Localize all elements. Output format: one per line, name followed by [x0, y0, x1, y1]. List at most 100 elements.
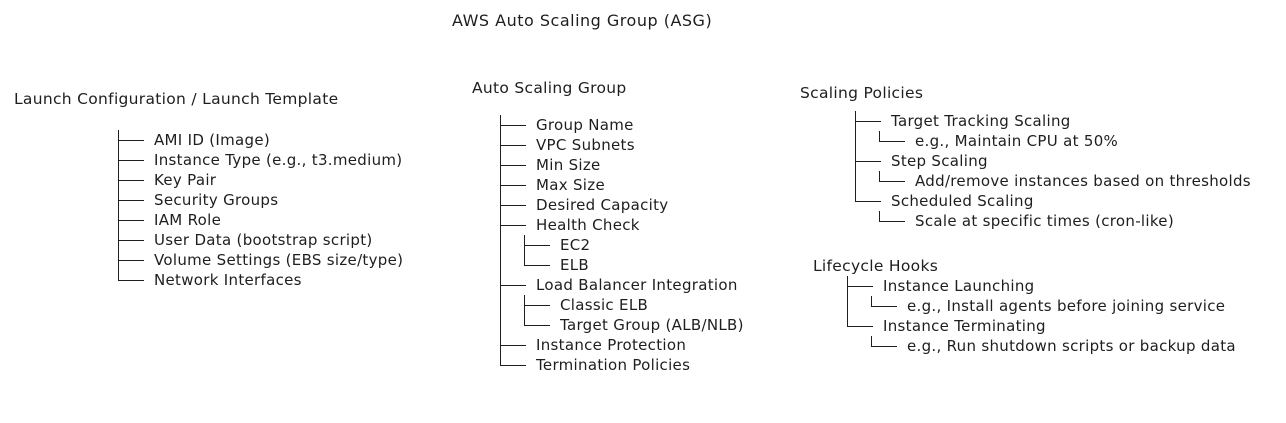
tree-item-label: Min Size — [536, 156, 601, 174]
tree-item-label: Load Balancer Integration — [536, 276, 738, 294]
tree-ell-connector — [524, 255, 554, 275]
tree-vertical-line — [500, 255, 524, 275]
tree-item-label: Instance Terminating — [883, 317, 1046, 335]
tree-ell-connector — [879, 211, 909, 231]
tree-indent-spacer — [855, 211, 879, 231]
tree-item-elb: ELB — [500, 255, 744, 275]
section-heading-auto-scaling-group: Auto Scaling Group — [472, 79, 627, 97]
tree-item-label: Scheduled Scaling — [891, 192, 1034, 210]
tree-item-scheduled-scaling: Scheduled Scaling — [855, 191, 1251, 211]
tree-tee-connector — [118, 230, 148, 250]
tree-item-label: Step Scaling — [891, 152, 988, 170]
tree-item-label: AMI ID (Image) — [154, 131, 271, 149]
tree-vertical-line — [847, 296, 871, 316]
tree-item-label: ELB — [560, 256, 590, 274]
tree-item-label: e.g., Install agents before joining serv… — [907, 297, 1226, 315]
tree-item-classic-elb: Classic ELB — [500, 295, 744, 315]
section-heading-launch-configuration: Launch Configuration / Launch Template — [14, 90, 339, 108]
tree-item-instance-terminating: Instance Terminating — [847, 316, 1236, 336]
tree-vertical-line — [500, 235, 524, 255]
tree-item-vpc-subnets: VPC Subnets — [500, 135, 744, 155]
tree-tee-connector — [524, 295, 554, 315]
tree-tee-connector — [847, 276, 877, 296]
tree-item-volume-settings: Volume Settings (EBS size/type) — [118, 250, 403, 270]
tree-tee-connector — [118, 250, 148, 270]
tree-item-label: Instance Protection — [536, 336, 687, 354]
tree-item-label: Volume Settings (EBS size/type) — [154, 251, 404, 269]
tree-tee-connector — [118, 190, 148, 210]
tree-tee-connector — [118, 210, 148, 230]
tree-ell-connector — [879, 131, 909, 151]
tree-ell-connector — [500, 355, 530, 375]
tree-tee-connector — [524, 235, 554, 255]
tree-item-label: Key Pair — [154, 171, 217, 189]
tree-item-target-group: Target Group (ALB/NLB) — [500, 315, 744, 335]
tree-tee-connector — [500, 115, 530, 135]
tree-item-label: VPC Subnets — [536, 136, 635, 154]
tree-tee-connector — [118, 170, 148, 190]
tree-vertical-line — [855, 131, 879, 151]
tree-ell-connector — [847, 316, 877, 336]
tree-item-user-data: User Data (bootstrap script) — [118, 230, 403, 250]
tree-item-group-name: Group Name — [500, 115, 744, 135]
tree-launch-configuration: AMI ID (Image) Instance Type (e.g., t3.m… — [118, 130, 403, 290]
tree-vertical-line — [500, 295, 524, 315]
tree-item-step-scaling: Step Scaling — [855, 151, 1251, 171]
tree-item-label: e.g., Run shutdown scripts or backup dat… — [907, 337, 1236, 355]
tree-item-maintain-cpu-example: e.g., Maintain CPU at 50% — [855, 131, 1251, 151]
tree-tee-connector — [500, 155, 530, 175]
tree-tee-connector — [500, 275, 530, 295]
tree-vertical-line — [855, 171, 879, 191]
tree-item-label: Security Groups — [154, 191, 279, 209]
tree-item-load-balancer-integration: Load Balancer Integration — [500, 275, 744, 295]
tree-ell-connector — [871, 296, 901, 316]
tree-item-termination-policies: Termination Policies — [500, 355, 744, 375]
tree-item-instance-launching: Instance Launching — [847, 276, 1236, 296]
tree-item-desired-capacity: Desired Capacity — [500, 195, 744, 215]
tree-item-label: Classic ELB — [560, 296, 649, 314]
tree-item-min-size: Min Size — [500, 155, 744, 175]
tree-item-label: e.g., Maintain CPU at 50% — [915, 132, 1119, 150]
tree-item-ami-id: AMI ID (Image) — [118, 130, 403, 150]
tree-item-label: Group Name — [536, 116, 634, 134]
tree-item-label: Instance Launching — [883, 277, 1035, 295]
tree-ell-connector — [879, 171, 909, 191]
tree-item-label: User Data (bootstrap script) — [154, 231, 373, 249]
tree-item-ec2: EC2 — [500, 235, 744, 255]
tree-item-label: Target Tracking Scaling — [891, 112, 1071, 130]
tree-item-label: Health Check — [536, 216, 640, 234]
tree-item-network-interfaces: Network Interfaces — [118, 270, 403, 290]
tree-indent-spacer — [847, 336, 871, 356]
tree-item-label: Scale at specific times (cron-like) — [915, 212, 1174, 230]
tree-item-instance-type: Instance Type (e.g., t3.medium) — [118, 150, 403, 170]
tree-item-label: Network Interfaces — [154, 271, 302, 289]
tree-item-target-tracking-scaling: Target Tracking Scaling — [855, 111, 1251, 131]
tree-item-label: Termination Policies — [536, 356, 691, 374]
tree-item-label: Add/remove instances based on thresholds — [915, 172, 1251, 190]
tree-ell-connector — [118, 270, 148, 290]
tree-tee-connector — [500, 195, 530, 215]
tree-scaling-policies: Target Tracking Scaling e.g., Maintain C… — [855, 111, 1251, 231]
tree-item-add-remove-instances: Add/remove instances based on thresholds — [855, 171, 1251, 191]
tree-lifecycle-hooks: Instance Launching e.g., Install agents … — [847, 276, 1236, 356]
tree-tee-connector — [500, 335, 530, 355]
tree-item-label: Target Group (ALB/NLB) — [560, 316, 744, 334]
tree-tee-connector — [118, 130, 148, 150]
tree-tee-connector — [500, 215, 530, 235]
section-heading-lifecycle-hooks: Lifecycle Hooks — [813, 257, 939, 275]
tree-item-iam-role: IAM Role — [118, 210, 403, 230]
tree-tee-connector — [855, 111, 885, 131]
tree-item-max-size: Max Size — [500, 175, 744, 195]
tree-item-run-shutdown-example: e.g., Run shutdown scripts or backup dat… — [847, 336, 1236, 356]
tree-vertical-line — [500, 315, 524, 335]
tree-ell-connector — [855, 191, 885, 211]
tree-tee-connector — [500, 175, 530, 195]
tree-ell-connector — [524, 315, 554, 335]
tree-tee-connector — [118, 150, 148, 170]
tree-item-label: IAM Role — [154, 211, 222, 229]
tree-item-install-agents-example: e.g., Install agents before joining serv… — [847, 296, 1236, 316]
tree-item-scale-at-specific-times: Scale at specific times (cron-like) — [855, 211, 1251, 231]
tree-item-security-groups: Security Groups — [118, 190, 403, 210]
tree-tee-connector — [855, 151, 885, 171]
tree-auto-scaling-group: Group Name VPC Subnets Min Size Max Size… — [500, 115, 744, 375]
